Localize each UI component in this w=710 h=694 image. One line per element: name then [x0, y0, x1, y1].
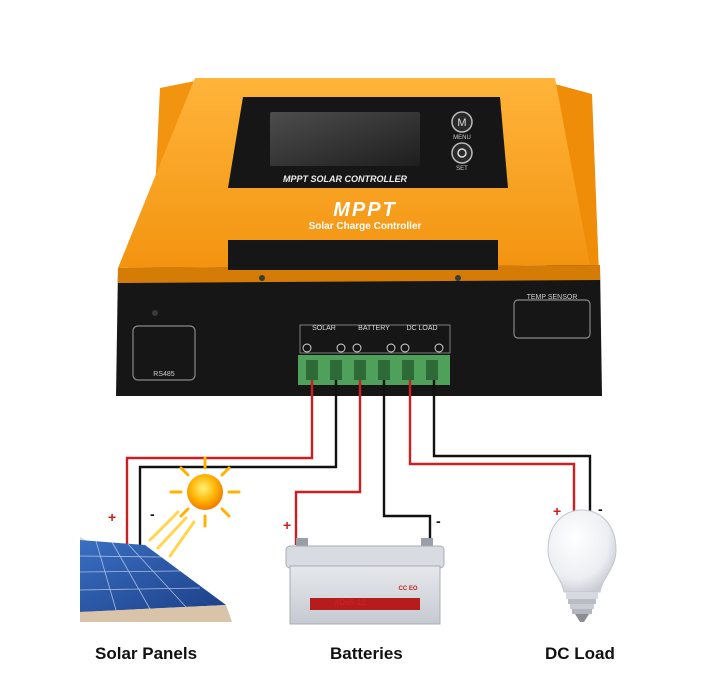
solar-negative-wire: [138, 380, 338, 545]
lcd-screen: [270, 112, 420, 166]
vent-slot: [228, 240, 498, 270]
solar-panels-label: Solar Panels: [95, 644, 198, 663]
solar-negative-mark: -: [150, 506, 155, 522]
load-negative-mark: -: [598, 501, 603, 517]
rs485-port[interactable]: [132, 325, 196, 381]
menu-glyph: M: [457, 117, 466, 129]
dc-load-terminal-label: DC LOAD: [406, 325, 437, 332]
sun-icon: [148, 456, 241, 558]
charge-controller: M MENU SET MPPT SOLAR CONTROLLER MPPT So…: [116, 78, 602, 396]
menu-button[interactable]: [451, 111, 473, 133]
temp-sensor-port[interactable]: [513, 299, 591, 339]
solar-positive-mark: +: [108, 509, 116, 525]
battery-stripe: [310, 598, 420, 610]
menu-label: MENU: [453, 135, 471, 141]
front-panel: [116, 265, 602, 396]
polarity-symbols: [302, 343, 444, 353]
terminal-screws: [306, 360, 438, 380]
battery-negative-mark: -: [436, 513, 441, 529]
screw: [259, 275, 265, 281]
battery-image: XD65-12 CC EO: [285, 538, 445, 625]
solar-positive-wire: [125, 380, 314, 545]
battery-model: XD65-12: [334, 598, 366, 607]
load-positive-mark: +: [553, 503, 561, 519]
terminal-block: [298, 355, 450, 385]
solar-panel-image: [79, 537, 232, 622]
light-bulb-image: [547, 509, 617, 622]
temp-sensor-label: TEMP SENSOR: [527, 294, 578, 301]
gear-icon: [457, 148, 467, 158]
battery-positive-wire: [294, 380, 362, 545]
battery-brand: CC EO: [398, 586, 417, 592]
screw: [152, 310, 158, 316]
dc-load-label: DC Load: [545, 644, 615, 663]
solar-terminal-label: SOLAR: [312, 325, 336, 332]
battery-positive-mark: +: [283, 517, 291, 533]
batteries-label: Batteries: [330, 644, 403, 663]
rs485-label: RS485: [153, 371, 175, 378]
screw: [455, 275, 461, 281]
solar-panel: [80, 540, 226, 612]
set-label: SET: [456, 166, 468, 172]
wiring: [125, 380, 592, 545]
battery-terminal-label: BATTERY: [358, 325, 390, 332]
display-label: MPPT SOLAR CONTROLLER: [283, 174, 407, 184]
brand-logo: MPPT: [333, 199, 397, 221]
battery-negative-wire: [382, 380, 432, 545]
load-positive-wire: [408, 380, 576, 520]
set-button[interactable]: [451, 142, 473, 164]
brand-subtitle: Solar Charge Controller: [309, 221, 422, 232]
load-negative-wire: [432, 380, 592, 520]
